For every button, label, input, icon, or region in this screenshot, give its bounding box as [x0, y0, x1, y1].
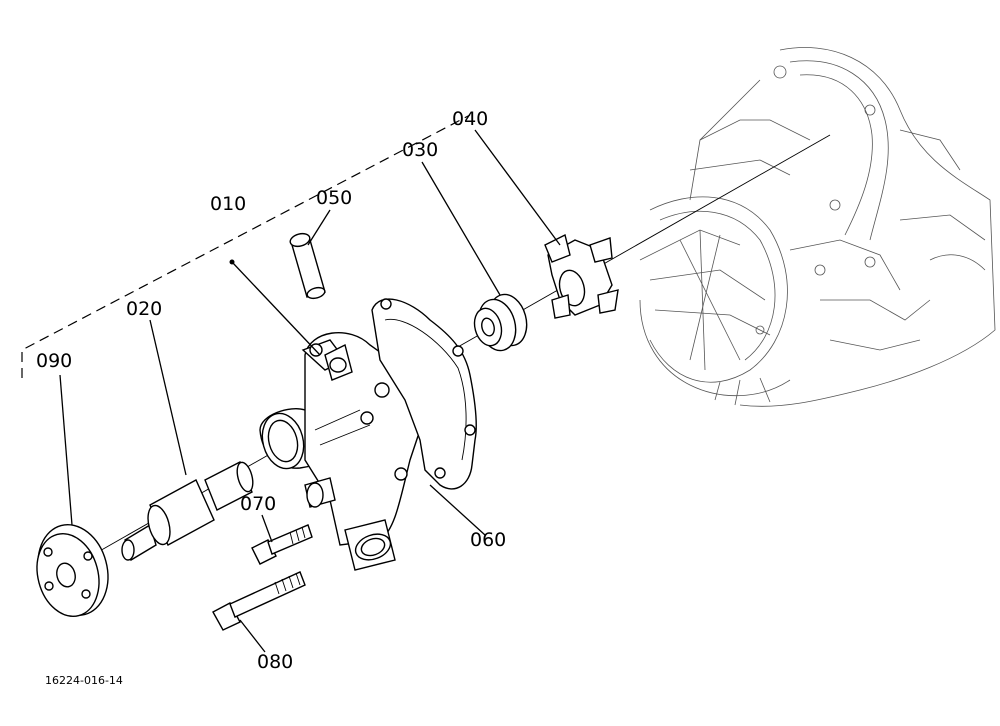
- label-050: 050: [316, 187, 352, 209]
- label-010: 010: [210, 193, 246, 215]
- label-040: 040: [452, 108, 488, 130]
- label-060: 060: [470, 529, 506, 551]
- pulley-flange: [36, 524, 109, 618]
- assembly-bracket: [21, 114, 471, 378]
- label-090: 090: [36, 350, 72, 372]
- pump-body: [259, 331, 423, 571]
- pipe-fitting: [289, 232, 326, 300]
- engine-housing: [639, 47, 996, 407]
- mechanical-seal: [473, 293, 528, 352]
- gasket: [371, 298, 477, 490]
- impeller: [544, 233, 619, 319]
- leader-lines: [59, 129, 561, 653]
- label-070: 070: [240, 493, 276, 515]
- figure-id: 16224-016-14: [45, 674, 123, 687]
- long-bolt: [212, 571, 306, 631]
- label-020: 020: [126, 298, 162, 320]
- label-030: 030: [402, 139, 438, 161]
- short-bolt: [251, 524, 313, 565]
- bearing-shaft: [121, 461, 254, 562]
- label-080: 080: [257, 651, 293, 673]
